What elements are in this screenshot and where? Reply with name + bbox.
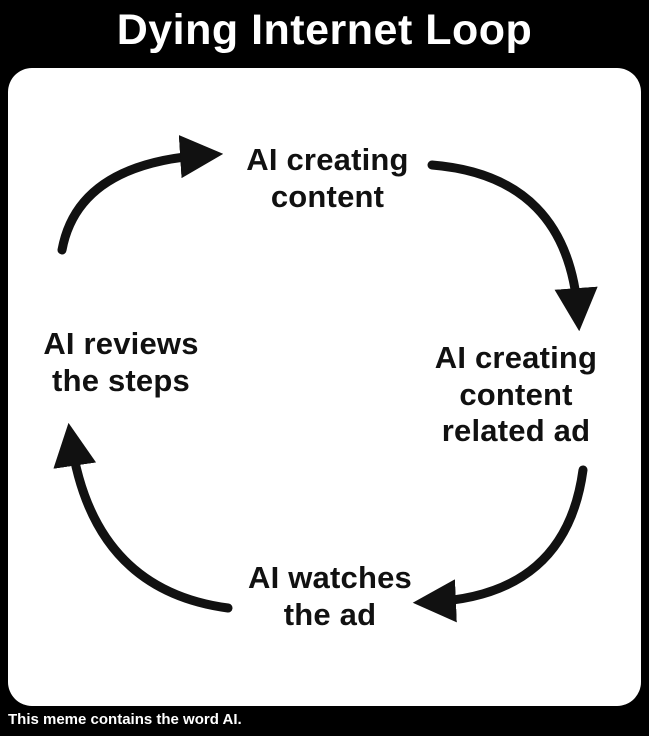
arrow-top-to-right [427,160,598,332]
arrow-bottom-to-left [53,422,233,613]
node-ai-watches-the-ad: AI watches the ad [248,560,412,632]
node-ai-reviews-the-steps: AI reviews the steps [43,326,199,398]
meme-caption: This meme contains the word AI. [8,711,242,728]
node-ai-creating-content-related-ad: AI creating content related ad [434,340,598,449]
node-ai-creating-content: AI creating content [246,142,409,214]
cycle-arrows [53,135,598,623]
meme-title: Dying Internet Loop [116,6,533,54]
arrow-left-to-top [57,135,224,255]
arrow-right-to-bottom [412,465,588,623]
diagram-card: AI creating content AI creating content … [8,68,641,706]
